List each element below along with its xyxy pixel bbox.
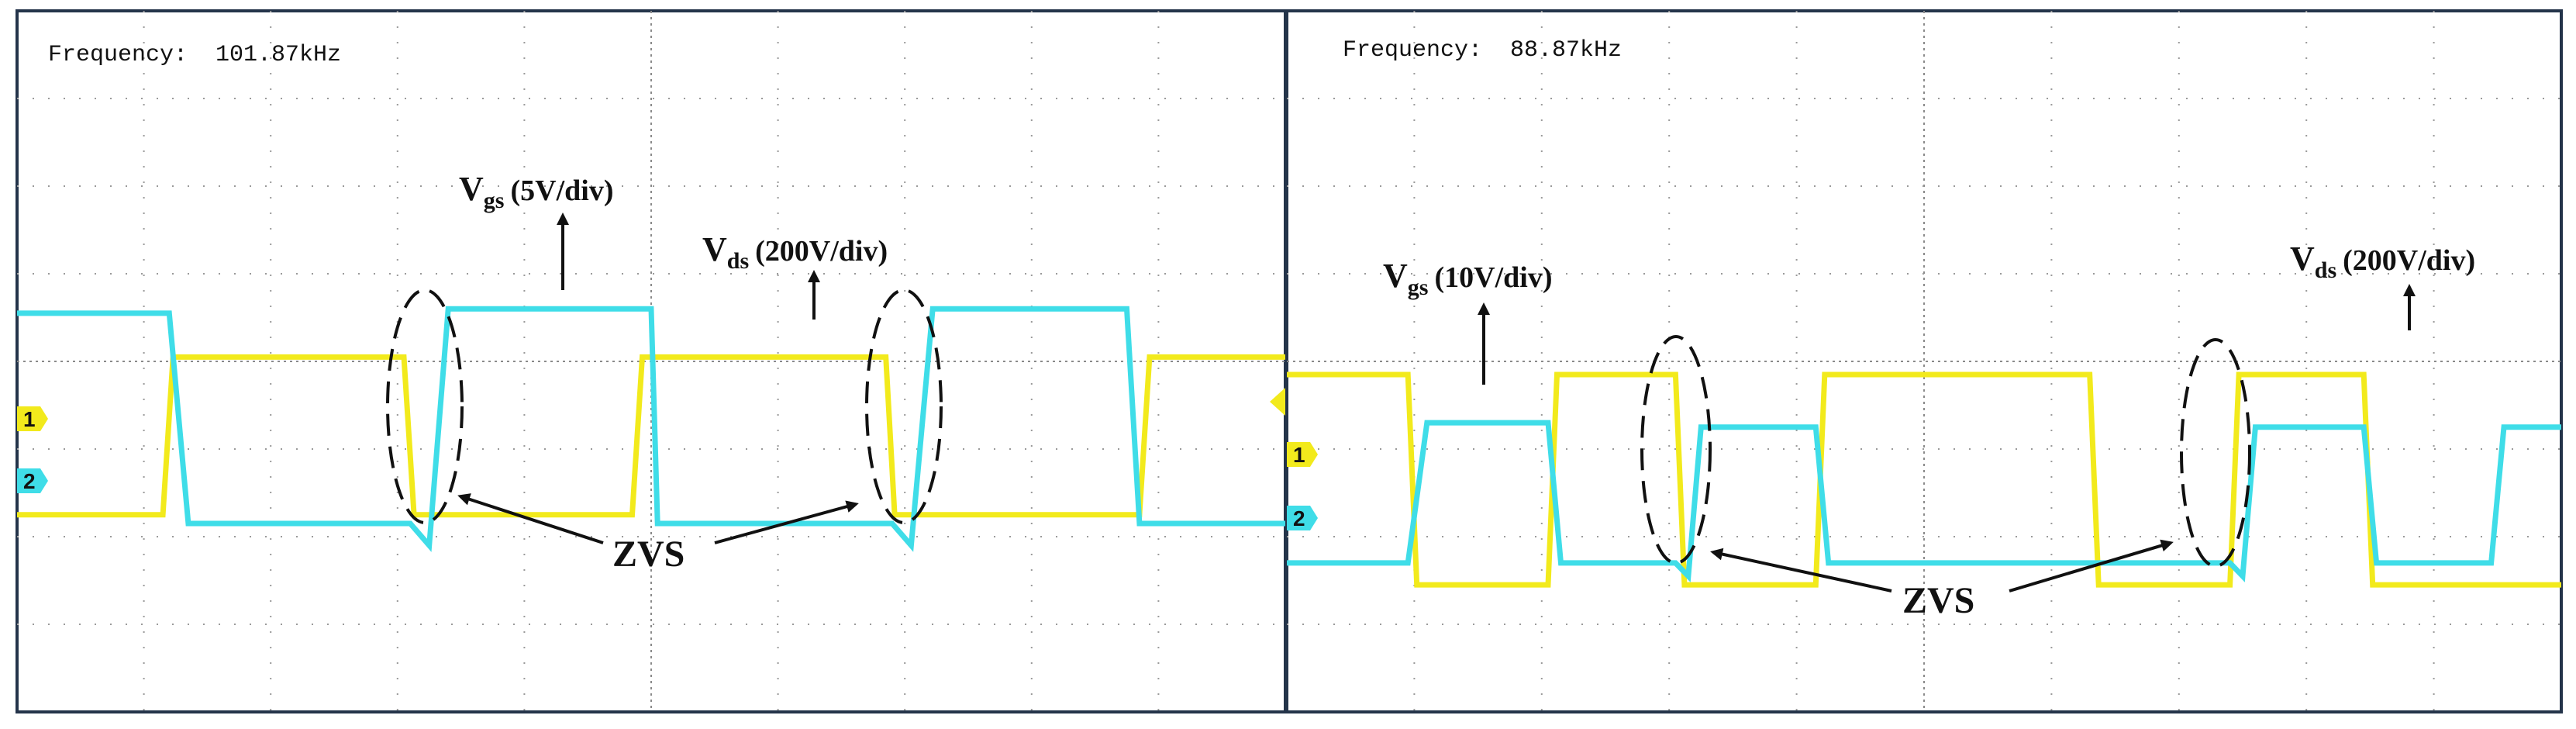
right-zvs-arrow-1 xyxy=(1710,548,1892,593)
right-scope-panel: Frequency: 88.87kHz 1 2 Vgs(10V/div) Vds… xyxy=(1285,9,2563,713)
left-ch2-label: 2 xyxy=(23,469,36,493)
right-ch2-label: 2 xyxy=(1293,506,1305,530)
left-zvs-ellipse-2 xyxy=(865,288,943,524)
right-ch1-label: 1 xyxy=(1293,443,1305,467)
right-zvs-label: ZVS xyxy=(1902,580,1974,621)
left-ch2-marker: 2 xyxy=(17,468,48,493)
right-zvs-ellipse-2 xyxy=(2180,338,2251,568)
left-vds-annotation: Vds(200V/div) xyxy=(702,230,888,274)
left-ch1-marker: 1 xyxy=(17,406,48,431)
right-frequency-label: Frequency: xyxy=(1343,37,1482,64)
right-grid xyxy=(1287,11,2561,712)
left-ch1-label: 1 xyxy=(23,407,36,431)
left-scope-panel: Frequency: 101.87kHz 1 2 Vgs(5V/div) Vds… xyxy=(16,9,1287,713)
left-traces xyxy=(17,306,1285,552)
left-frequency-label: Frequency: xyxy=(48,42,188,68)
right-vds-annotation: Vds(200V/div) xyxy=(2290,240,2475,283)
left-zvs-arrow-2 xyxy=(714,500,859,544)
right-ch2-marker: 2 xyxy=(1287,506,1318,530)
left-trace-ch1 xyxy=(17,354,1285,518)
right-traces xyxy=(1287,371,2561,588)
left-zvs-label: ZVS xyxy=(612,534,685,575)
right-vgs-annotation: Vgs(10V/div) xyxy=(1383,257,1552,300)
left-vgs-annotation: Vgs(5V/div) xyxy=(459,170,613,213)
left-zvs-arrow-1 xyxy=(457,493,604,544)
right-zvs-ellipse-1 xyxy=(1640,335,1712,565)
left-zvs-ellipse-1 xyxy=(386,288,464,524)
right-zvs-arrow-2 xyxy=(2009,539,2174,593)
left-trigger-marker xyxy=(1270,388,1285,416)
right-ch1-marker: 1 xyxy=(1287,442,1318,467)
left-frequency-value: 101.87kHz xyxy=(216,42,341,68)
right-frequency-value: 88.87kHz xyxy=(1510,37,1622,64)
right-trace-ch2 xyxy=(1287,420,2561,582)
left-trace-ch2 xyxy=(17,306,1285,552)
